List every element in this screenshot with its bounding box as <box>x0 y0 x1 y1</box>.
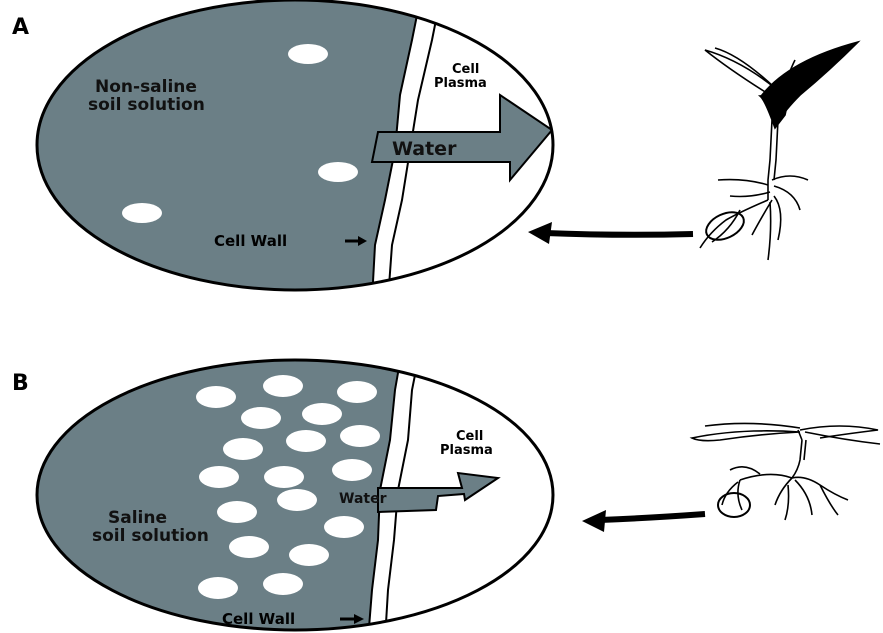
panel-b-letter: B <box>12 371 29 396</box>
panel-b-salt-particle <box>286 430 326 452</box>
panel-b-salt-particle <box>263 573 303 595</box>
panel-b-salt-particle <box>337 381 377 403</box>
panel-a-salt-particle <box>318 162 358 182</box>
panel-b-salt-particle <box>332 459 372 481</box>
panel-a-zoom-arrow <box>528 222 693 244</box>
panel-a-soil-region <box>0 0 420 300</box>
panel-b-salt-particle <box>217 501 257 523</box>
panel-b-salt-particle <box>196 386 236 408</box>
panel-a-soil-label-line1: Non-saline <box>95 77 197 97</box>
panel-a-cell-wall-label: Cell Wall <box>214 232 287 250</box>
panel-b-salt-particle <box>223 438 263 460</box>
panel-b-salt-particle <box>302 403 342 425</box>
panel-b-salt-particle <box>229 536 269 558</box>
panel-b-salt-particle <box>324 516 364 538</box>
panel-b: B <box>0 350 880 633</box>
panel-a-magnified-view: Non-saline soil solution Cell Plasma Wat… <box>0 0 553 300</box>
panel-b-salt-particle <box>199 466 239 488</box>
panel-a-water-label: Water <box>392 138 457 160</box>
panel-a-letter: A <box>12 15 29 40</box>
panel-b-salt-particle <box>264 466 304 488</box>
panel-a-salt-particle <box>122 203 162 223</box>
panel-b-cell-wall-label: Cell Wall <box>222 610 295 628</box>
panel-b-salt-particle <box>289 544 329 566</box>
panel-b-plasma-label-line1: Cell <box>456 429 483 444</box>
panel-a-plasma-label-line2: Plasma <box>434 76 487 91</box>
panel-b-salt-particle <box>340 425 380 447</box>
panel-b-salt-particle <box>277 489 317 511</box>
panel-b-salt-particle <box>241 407 281 429</box>
panel-a-plant-icon <box>700 42 858 260</box>
panel-a-soil-label-line2: soil solution <box>88 95 205 115</box>
panel-a: A Non-saline soil solution Cell Plasma W… <box>0 0 858 300</box>
panel-a-plasma-label-line1: Cell <box>452 62 479 77</box>
panel-b-salt-particle <box>198 577 238 599</box>
panel-b-plant-icon <box>692 423 880 520</box>
panel-b-zoom-arrow <box>582 510 705 532</box>
panel-b-magnified-view: Saline soil solution Cell Plasma Water C… <box>0 350 553 633</box>
panel-b-plasma-label-line2: Plasma <box>440 443 493 458</box>
panel-b-water-arrow <box>378 473 498 512</box>
panel-a-salt-particle <box>288 44 328 64</box>
panel-b-salt-particle <box>263 375 303 397</box>
panel-b-water-label: Water <box>339 491 387 507</box>
panel-b-soil-label-line1: Saline <box>108 508 167 528</box>
panel-b-soil-label-line2: soil solution <box>92 526 209 546</box>
